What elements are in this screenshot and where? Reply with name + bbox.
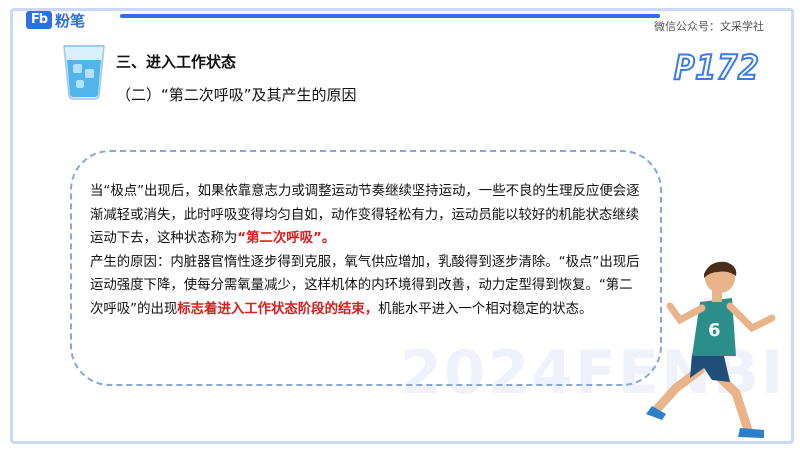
wechat-account: 微信公众号：文采学社 <box>654 20 764 33</box>
content-box <box>70 150 662 386</box>
causes-tail: 机能水平进入一个相对稳定的状态。 <box>378 301 593 317</box>
runner-illustration: 6 <box>646 261 776 438</box>
slide-frame <box>10 8 794 444</box>
section-subtitle: （二）“第二次呼吸”及其产生的原因 <box>116 86 357 104</box>
jersey-number: 6 <box>708 320 721 341</box>
section-title: 三、进入工作状态 <box>116 53 237 71</box>
definition-text: 当“极点”出现后，如果依靠意志力或调整运动节奏继续坚持运动，一些不良的生理反应便… <box>90 184 640 247</box>
key-conclusion-punct: ， <box>364 301 379 317</box>
causes-text: 产生的原因：内脏器官惰性逐步得到克服，氧气供应增加，乳酸得到逐步清除。“极点”出… <box>90 254 640 317</box>
content-text: 当“极点”出现后，如果依靠意志力或调整运动节奏继续坚持运动，一些不良的生理反应便… <box>90 180 644 322</box>
key-conclusion: 标志着进入工作状态阶段的结束 <box>177 301 365 317</box>
second-wind-term: “第二次呼吸”。 <box>237 231 336 247</box>
paragraph-definition: 当“极点”出现后，如果依靠意志力或调整运动节奏继续坚持运动，一些不良的生理反应便… <box>90 180 644 251</box>
page-number: P172 <box>673 47 760 89</box>
header-bar <box>120 14 660 18</box>
paragraph-causes: 产生的原因：内脏器官惰性逐步得到克服，氧气供应增加，乳酸得到逐步清除。“极点”出… <box>90 251 644 322</box>
water-glass-icon <box>63 45 105 100</box>
brand-logo: Fb 粉笔 <box>26 9 85 31</box>
logo-mark: Fb <box>26 11 52 29</box>
logo-text: 粉笔 <box>55 11 86 30</box>
